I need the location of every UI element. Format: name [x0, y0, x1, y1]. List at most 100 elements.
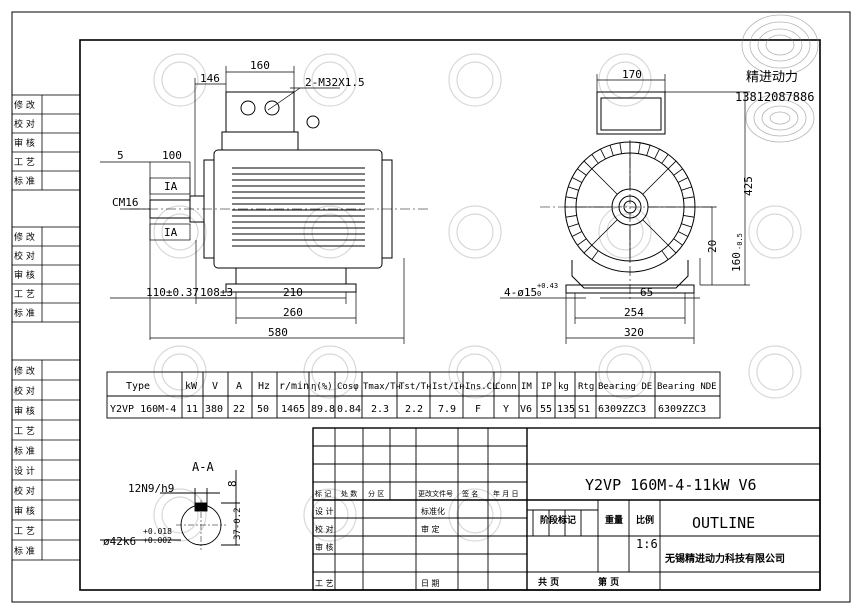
left-column [11, 94, 81, 561]
svg-text:V: V [212, 381, 218, 392]
svg-text:8: 8 [226, 480, 239, 487]
cooling-fin [677, 231, 689, 237]
svg-text:标 准: 标 准 [14, 307, 35, 319]
svg-text:Ist/Iн: Ist/Iн [432, 382, 465, 392]
svg-text:+0.018: +0.018 [143, 527, 172, 536]
svg-text:Bearing NDE: Bearing NDE [657, 382, 717, 392]
svg-text:标 记: 标 记 [315, 489, 331, 498]
svg-text:Y2VP 160M-4: Y2VP 160M-4 [110, 404, 176, 415]
svg-text:A: A [236, 381, 242, 392]
svg-text:20: 20 [706, 240, 719, 253]
cooling-fin [677, 177, 689, 183]
fingerprint-icon [741, 14, 819, 143]
section-aa-labels: A-A 12N9/h9 8 ø42k6 +0.018 +0.002 37-0.2 [103, 460, 243, 548]
svg-text:580: 580 [268, 326, 288, 339]
svg-text:Cosφ: Cosφ [337, 382, 359, 392]
svg-text:设 计: 设 计 [14, 465, 35, 477]
cooling-fin [591, 250, 599, 260]
svg-text:审 核: 审 核 [14, 405, 35, 417]
side-view [540, 91, 720, 300]
section-aa [100, 470, 240, 550]
svg-text:65: 65 [640, 286, 653, 299]
svg-text:CM16: CM16 [112, 196, 139, 209]
svg-text:2-M32X1.5: 2-M32X1.5 [305, 76, 365, 89]
svg-text:分 区: 分 区 [368, 489, 384, 498]
svg-text:+0.002: +0.002 [143, 536, 172, 545]
svg-text:设 计: 设 计 [315, 506, 334, 516]
svg-text:1:6: 1:6 [636, 537, 658, 551]
cooling-fin [683, 196, 695, 199]
svg-text:A-A: A-A [192, 460, 214, 474]
svg-text:Conn: Conn [495, 382, 517, 392]
svg-text:100: 100 [162, 149, 182, 162]
cooling-fin [577, 168, 587, 176]
cooling-fin [591, 154, 599, 164]
side-dimensions [500, 74, 750, 344]
side-fins [565, 142, 695, 260]
svg-text:工 艺: 工 艺 [14, 526, 35, 537]
svg-text:kg: kg [558, 382, 569, 392]
svg-text:210: 210 [283, 286, 303, 299]
title-block [312, 427, 821, 591]
svg-text:1465: 1465 [281, 404, 305, 415]
cooling-fin [667, 160, 677, 170]
svg-text:11: 11 [186, 404, 198, 415]
svg-text:0: 0 [537, 290, 541, 298]
svg-text:380: 380 [205, 404, 223, 415]
svg-text:工 艺: 工 艺 [14, 426, 35, 437]
svg-text:V6: V6 [520, 404, 532, 415]
svg-text:修 改: 修 改 [14, 99, 35, 111]
svg-text:37-0.2: 37-0.2 [233, 507, 243, 540]
cooling-fin [661, 250, 669, 260]
svg-text:Y: Y [503, 404, 509, 415]
watermark-seals [153, 53, 802, 542]
cooling-fin [565, 196, 577, 199]
cooling-fin [619, 142, 622, 154]
svg-text:工 艺: 工 艺 [14, 289, 35, 300]
cooling-fin [661, 154, 669, 164]
svg-text:比例: 比例 [636, 514, 654, 526]
svg-text:ø42k6: ø42k6 [103, 535, 136, 548]
spec-table [106, 371, 721, 419]
svg-text:校 对: 校 对 [14, 485, 35, 497]
svg-text:170: 170 [622, 68, 642, 81]
cooling-fin [683, 215, 695, 218]
svg-text:F: F [475, 404, 481, 415]
svg-text:135: 135 [557, 404, 575, 415]
svg-text:Tmax/Tн: Tmax/Tн [363, 382, 401, 392]
svg-text:精进动力: 精进动力 [746, 70, 798, 85]
svg-text:修 改: 修 改 [14, 365, 35, 377]
svg-text:校 对: 校 对 [14, 385, 35, 397]
svg-text:146: 146 [200, 72, 220, 85]
svg-text:89.8: 89.8 [311, 404, 335, 415]
cooling-fin [638, 142, 641, 154]
cooling-fin [583, 244, 593, 254]
cooling-fin [681, 186, 692, 191]
svg-text:更改文件号: 更改文件号 [418, 489, 453, 498]
svg-text:处 数: 处 数 [341, 489, 357, 498]
svg-text:7.9: 7.9 [438, 404, 456, 415]
title-block-text: Y2VP 160M-4-11kW V6 OUTLINE 阶段标记 重量 比例 1… [315, 476, 785, 588]
svg-text:S1: S1 [578, 404, 590, 415]
svg-text:50: 50 [257, 404, 269, 415]
cooling-fin [568, 223, 579, 228]
svg-text:IA: IA [164, 226, 178, 239]
svg-text:4-ø15: 4-ø15 [504, 286, 537, 299]
cooling-fin [673, 238, 683, 246]
svg-text:工 艺: 工 艺 [315, 579, 334, 588]
svg-text:r/min: r/min [279, 381, 309, 392]
cooling-fin [646, 145, 651, 156]
cooling-fin [568, 186, 579, 191]
svg-text:Tst/Tн: Tst/Tн [399, 382, 432, 392]
svg-text:第 页: 第 页 [598, 576, 619, 588]
svg-text:-0.5: -0.5 [736, 233, 744, 250]
svg-text:共 页: 共 页 [538, 576, 559, 588]
svg-text:55: 55 [540, 404, 552, 415]
svg-text:260: 260 [283, 306, 303, 319]
svg-text:标 准: 标 准 [14, 175, 35, 187]
svg-text:审 核: 审 核 [14, 137, 35, 149]
svg-text:IA: IA [164, 180, 178, 193]
svg-text:108±3: 108±3 [200, 286, 233, 299]
svg-text:重量: 重量 [605, 514, 623, 526]
